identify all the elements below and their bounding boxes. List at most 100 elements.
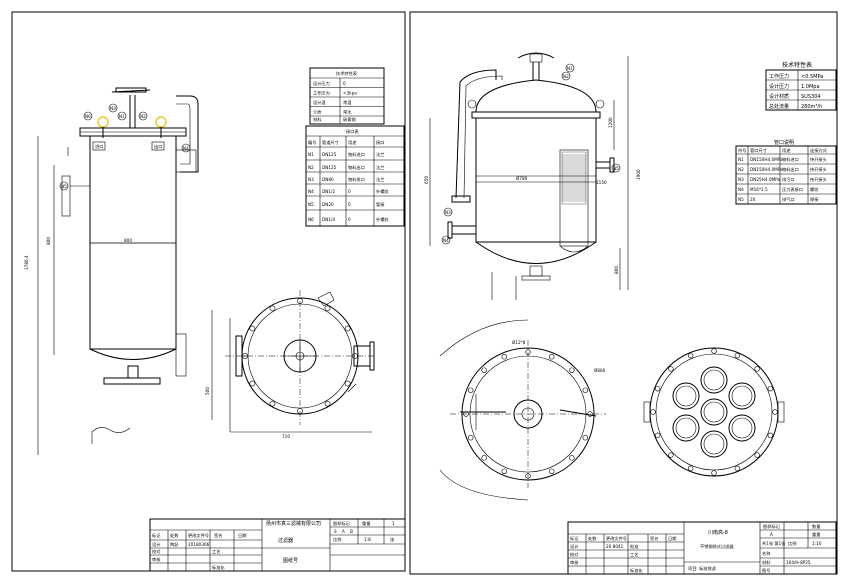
bolt (324, 400, 331, 407)
right-sheet: 1900 650 Ø780 1200 1150 800 N1 N2 N3 N4 … (409, 11, 838, 575)
right-tb-scale: 1:10 (812, 541, 822, 546)
left-tech-key: 工作压力 (313, 90, 330, 97)
bolt (249, 325, 256, 332)
filter-bag (728, 382, 756, 410)
left-nozzle-cell: N6 (308, 217, 314, 222)
right-nozzle-cell: 快开接头 (810, 156, 827, 163)
right-tb-mark-label: 图样标记 (763, 523, 781, 530)
bolt (587, 411, 593, 417)
left-dim-body: 800 (46, 237, 51, 245)
left-tb-drawing-no: 图纸号 (283, 557, 298, 564)
left-tb-l-count: 处数 (170, 532, 179, 539)
bolt (650, 409, 656, 415)
left-nozzle-cell: DN1/4 (322, 217, 335, 222)
right-tb-drawing-name: 不锈钢袋式过滤器 (700, 543, 734, 550)
left-tb-role-check: 校对 (152, 548, 160, 555)
left-balloon-n4: N4 (183, 146, 189, 151)
left-tech-key: 设计压力 (313, 80, 330, 87)
left-sheet-border (11, 11, 406, 572)
left-dim-inner: 800 (124, 238, 132, 243)
bolt (549, 354, 555, 360)
left-nozzle-header: 接口 (376, 139, 384, 146)
filter-bag (700, 366, 728, 394)
left-tb-scale: 1:8 (364, 537, 371, 542)
left-tb-person: 陶跃 (170, 541, 179, 548)
filter-bag (700, 398, 728, 426)
bolt (654, 385, 661, 392)
right-tb-stage-a: A (770, 532, 773, 537)
right-tech-title: 技术特性表 (782, 61, 812, 69)
bolt (269, 400, 276, 407)
right-tb-name-label: 名称 (762, 550, 770, 557)
bolt (468, 387, 474, 393)
right-tb-scale-label: 比例 (788, 540, 796, 547)
left-nozzle-cell: DN1/2 (322, 189, 335, 194)
right-nozzle-cell: 压力表接口 (782, 186, 803, 193)
left-balloon-n3: N3 (110, 106, 116, 111)
right-dim-left: 650 (424, 176, 429, 184)
left-tb-l-sign: 签名 (214, 532, 222, 539)
right-title-block: 川南高-8 不锈钢袋式过滤器 项目: 标准袋滤 图样标记 数量 A 重量 共1张… (567, 521, 837, 575)
bolt (569, 367, 575, 373)
left-dim-leg: 500 (205, 387, 210, 395)
right-balloon-n5: N5 (613, 166, 619, 171)
bolt (767, 432, 774, 439)
right-balloons: N1 N2 N3 N4 N5 (441, 63, 621, 245)
filter-bag-inner (731, 385, 753, 407)
right-balloon-n1: N1 (567, 66, 573, 71)
right-tb-material-label: 材料 (762, 559, 771, 566)
right-tb-sheet: 共1张 第1张 (762, 540, 786, 547)
left-nozzle-cell: 管接 (376, 201, 385, 208)
bolt (501, 354, 507, 360)
right-dim-slot: Ø12*8 (512, 340, 526, 345)
right-nozzle-cell: N5 (738, 197, 744, 202)
bolt (668, 366, 674, 372)
right-nozzle-header: 符号 (738, 147, 746, 154)
left-tb-sheet: 张 (390, 536, 395, 543)
left-plan-view (225, 290, 375, 433)
left-tb-std: 标准化 (212, 564, 225, 571)
right-nozzle-cell: 排气口 (782, 196, 795, 203)
right-nozzle-cell: DN25H4.0MPa (750, 177, 780, 182)
bolt (711, 348, 717, 354)
bolt (269, 305, 276, 312)
bolt (525, 349, 531, 355)
left-nozzle-cell: 0 (348, 189, 351, 194)
left-nozzle-title: 接口表 (346, 128, 359, 135)
left-balloon-n5: N5 (61, 184, 67, 189)
filter-bag (672, 382, 700, 410)
left-tb-craft: 工艺 (212, 549, 220, 554)
bolt (687, 465, 694, 472)
left-nozzle-cell: 0 (348, 202, 351, 207)
right-nozzle-cell: DN150H4.0MPa (750, 167, 783, 172)
left-tb-role-design: 设计 (152, 541, 160, 548)
right-tb-l-mark: 标记 (570, 535, 579, 542)
right-nozzle-header: 管口尺寸 (750, 147, 767, 154)
left-nozzle-cell: N4 (308, 189, 314, 194)
right-nozzle-cell: DN150H4.0MPa (750, 157, 783, 162)
bolt (344, 325, 351, 332)
bolt (754, 452, 760, 458)
right-nozzle-title: 管口说明 (774, 139, 794, 146)
bolt (687, 352, 694, 359)
left-nozzle-cell: 物料进口 (348, 151, 365, 158)
right-dim-mid: 1150 (596, 180, 607, 185)
left-tb-weight-label: 重量 (362, 520, 370, 527)
bolt (525, 473, 531, 479)
right-tb-role-review: 审核 (570, 559, 579, 566)
right-nozzle-cell: 物料出口 (782, 166, 799, 173)
bolt (297, 298, 303, 304)
right-dim-height: 1900 (636, 169, 641, 180)
right-tb-role-check: 校对 (570, 551, 578, 558)
left-nozzle-cell: 外螺纹 (376, 216, 389, 223)
bolt (734, 465, 741, 472)
bolt (344, 380, 351, 387)
filter-bag-inner (703, 401, 725, 423)
left-outlet-label: 出口 (154, 143, 162, 150)
left-nozzle-header: 管道尺寸 (322, 139, 339, 146)
left-nozzle-header: 编号 (308, 139, 316, 146)
left-nozzle-cell: DN125 (322, 152, 337, 157)
left-tech-val: 碳素钢 (343, 116, 356, 123)
